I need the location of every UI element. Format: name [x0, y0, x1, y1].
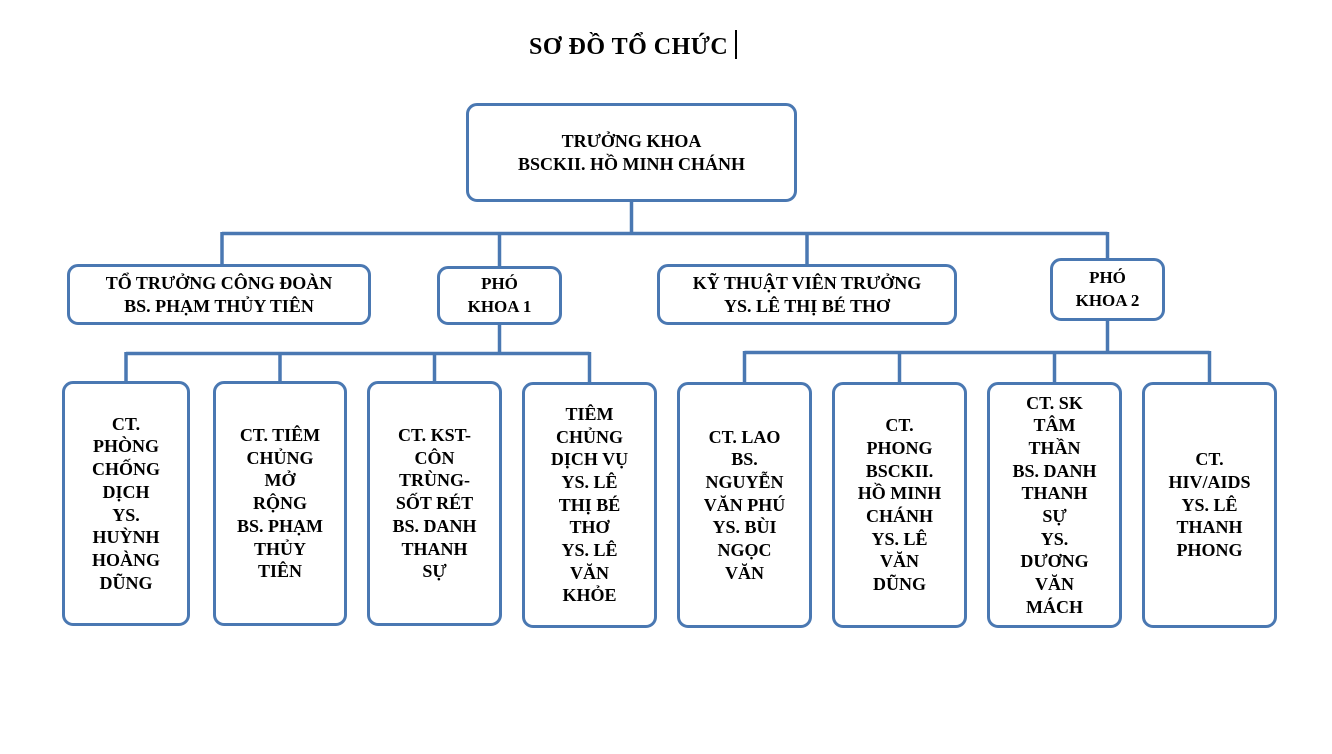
- org-box-pho-khoa-1-label: PHÓ KHOA 1: [467, 274, 532, 316]
- org-box-truong-khoa[interactable]: TRƯỞNG KHOA BSCKII. HỒ MINH CHÁNH: [466, 103, 797, 202]
- org-box-pho-khoa-1[interactable]: PHÓ KHOA 1: [437, 266, 562, 325]
- org-box-ct-lao[interactable]: CT. LAO BS. NGUYỄN VĂN PHÚ YS. BÙI NGỌC …: [677, 382, 812, 628]
- org-box-ct-sk-tam-than-label: CT. SK TÂM THẦN BS. DANH THANH SỰ YS. DƯ…: [1012, 392, 1097, 617]
- org-box-ct-tiem-chung-mo-rong-label: CT. TIÊM CHỦNG MỞ RỘNG BS. PHẠM THỦY TIÊ…: [236, 425, 323, 582]
- org-box-ct-phong-label: CT. PHONG BSCKII. HỒ MINH CHÁNH YS. LÊ V…: [857, 415, 942, 595]
- org-box-ct-phong[interactable]: CT. PHONG BSCKII. HỒ MINH CHÁNH YS. LÊ V…: [832, 382, 967, 628]
- org-box-ky-thuat-vien-truong-label: KỸ THUẬT VIÊN TRƯỞNG YS. LÊ THỊ BÉ THƠ: [692, 272, 922, 316]
- org-box-ct-tiem-chung-mo-rong[interactable]: CT. TIÊM CHỦNG MỞ RỘNG BS. PHẠM THỦY TIÊ…: [213, 381, 347, 626]
- document-title-text: SƠ ĐỒ TỔ CHỨC: [529, 34, 729, 60]
- org-box-to-truong-cong-doan-label: TỔ TRƯỞNG CÔNG ĐOÀN BS. PHẠM THỦY TIÊN: [105, 272, 333, 316]
- org-box-ct-phong-chong-dich-label: CT. PHÒNG CHỐNG DỊCH YS. HUỲNH HOÀNG DŨN…: [91, 413, 160, 593]
- org-box-ct-lao-label: CT. LAO BS. NGUYỄN VĂN PHÚ YS. BÙI NGỌC …: [703, 426, 786, 583]
- org-box-ky-thuat-vien-truong[interactable]: KỸ THUẬT VIÊN TRƯỞNG YS. LÊ THỊ BÉ THƠ: [657, 264, 957, 325]
- org-box-pho-khoa-2[interactable]: PHÓ KHOA 2: [1050, 258, 1165, 321]
- org-box-ct-kst-con-trung-sot-ret[interactable]: CT. KST- CÔN TRÙNG- SỐT RÉT BS. DANH THA…: [367, 381, 502, 626]
- org-box-tiem-chung-dich-vu[interactable]: TIÊM CHỦNG DỊCH VỤ YS. LÊ THỊ BÉ THƠ YS.…: [522, 382, 657, 628]
- org-box-truong-khoa-label: TRƯỞNG KHOA BSCKII. HỒ MINH CHÁNH: [517, 130, 746, 174]
- org-box-ct-hiv-aids[interactable]: CT. HIV/AIDS YS. LÊ THANH PHONG: [1142, 382, 1277, 628]
- text-cursor: [735, 30, 738, 59]
- document-title[interactable]: SƠ ĐỒ TỔ CHỨC: [529, 30, 738, 61]
- org-box-ct-phong-chong-dich[interactable]: CT. PHÒNG CHỐNG DỊCH YS. HUỲNH HOÀNG DŨN…: [62, 381, 190, 626]
- org-box-ct-kst-con-trung-sot-ret-label: CT. KST- CÔN TRÙNG- SỐT RÉT BS. DANH THA…: [392, 425, 477, 582]
- org-box-tiem-chung-dich-vu-label: TIÊM CHỦNG DỊCH VỤ YS. LÊ THỊ BÉ THƠ YS.…: [550, 403, 629, 606]
- org-box-ct-hiv-aids-label: CT. HIV/AIDS YS. LÊ THANH PHONG: [1168, 449, 1251, 560]
- org-box-pho-khoa-2-label: PHÓ KHOA 2: [1075, 268, 1140, 310]
- org-box-to-truong-cong-doan[interactable]: TỔ TRƯỞNG CÔNG ĐOÀN BS. PHẠM THỦY TIÊN: [67, 264, 371, 325]
- org-box-ct-sk-tam-than[interactable]: CT. SK TÂM THẦN BS. DANH THANH SỰ YS. DƯ…: [987, 382, 1122, 628]
